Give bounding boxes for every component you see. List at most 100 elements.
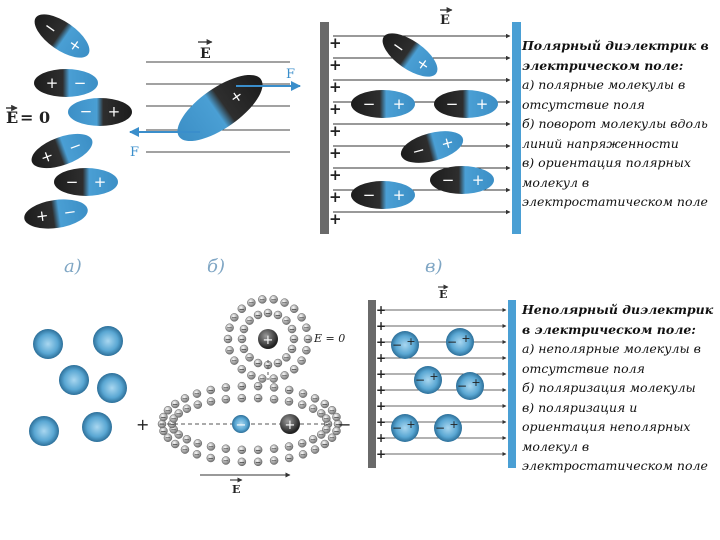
- electron-sign: −: [286, 443, 292, 451]
- electron-sign: −: [259, 375, 265, 383]
- electron-sign: −: [271, 296, 277, 304]
- svg-text:+: +: [393, 186, 406, 204]
- svg-text:+: +: [108, 103, 121, 121]
- caption-line: б) поляризация молекулы: [522, 380, 696, 395]
- external-minus: −: [338, 415, 351, 434]
- electron-sign: −: [322, 441, 328, 449]
- nonpolar-molecules: [29, 326, 127, 446]
- svg-text:−: −: [66, 173, 79, 191]
- electron-sign: −: [286, 386, 292, 394]
- electron-sign: −: [223, 384, 229, 392]
- panel-label-b: б): [207, 256, 225, 277]
- electron: [289, 364, 299, 374]
- electron-sign: −: [334, 414, 340, 422]
- electron: [221, 383, 231, 392]
- electron: [182, 435, 192, 444]
- svg-text:+: +: [476, 95, 489, 113]
- electron: [308, 435, 318, 444]
- caption-line: молекул в: [522, 438, 590, 454]
- nonpolar-dielectric-caption: Неполярный диэлектрик в электрическом по…: [522, 300, 717, 476]
- electron-sign: −: [318, 431, 324, 439]
- electron: [258, 374, 267, 383]
- electron-sign: −: [255, 458, 261, 466]
- plus-sign: +: [406, 418, 415, 431]
- svg-text:+: +: [472, 171, 485, 189]
- electron-sign: −: [208, 398, 214, 406]
- svg-text:+: +: [329, 166, 342, 184]
- electron: [327, 406, 337, 415]
- electron-sign: −: [208, 455, 214, 463]
- panel-b-rotation: E + F F: [129, 39, 301, 160]
- svg-text:−: −: [66, 136, 84, 157]
- caption-line: в) поляризация и: [522, 399, 638, 415]
- electron-sign: −: [182, 446, 188, 454]
- svg-text:+: +: [329, 122, 342, 140]
- svg-text:E: E: [440, 13, 450, 28]
- svg-text:+: +: [329, 34, 342, 52]
- svg-text:+: +: [376, 319, 386, 333]
- electron: [302, 323, 311, 332]
- electron-sign: −: [271, 384, 277, 392]
- polar-molecule: + −: [34, 69, 98, 97]
- electron-sign: −: [195, 440, 201, 448]
- panel-label-a: а): [64, 256, 82, 277]
- electron: [298, 450, 308, 459]
- polarized-molecule: [414, 366, 442, 394]
- svg-text:−: −: [62, 202, 77, 222]
- svg-text:−: −: [236, 418, 247, 433]
- svg-text:+: +: [329, 210, 342, 228]
- electron-sign: −: [275, 311, 281, 319]
- electron-sign: −: [299, 401, 305, 409]
- electron: [253, 358, 263, 368]
- electron-sign: −: [255, 311, 261, 319]
- polar-molecule: + −: [382, 33, 438, 77]
- plus-sign: +: [461, 332, 470, 345]
- negative-plate: [508, 300, 516, 468]
- electron: [282, 316, 291, 325]
- nonpolar-molecule: [29, 416, 59, 446]
- electron: [163, 433, 173, 442]
- caption-title-line: Полярный диэлектрик в: [522, 38, 709, 53]
- svg-text:+: +: [376, 303, 386, 317]
- electron: [237, 381, 247, 391]
- electron: [237, 457, 247, 467]
- e-vector-label: E: [198, 39, 213, 62]
- caption-line: электростатическом поле: [522, 194, 708, 209]
- svg-text:−: −: [80, 103, 93, 121]
- electron: [322, 425, 331, 434]
- electron: [239, 344, 249, 354]
- electron-sign: −: [310, 436, 316, 444]
- minus-sign: −: [392, 338, 402, 352]
- electron-sign: −: [291, 305, 297, 313]
- electron: [206, 385, 216, 395]
- electron: [303, 334, 313, 344]
- electron-sign: −: [172, 441, 178, 449]
- svg-text:+: +: [329, 78, 342, 96]
- svg-text:+: +: [376, 415, 386, 429]
- electron: [206, 453, 216, 463]
- svg-text:−: −: [363, 186, 376, 204]
- electron: [297, 356, 306, 365]
- external-plus: +: [136, 415, 149, 434]
- electron-sign: −: [227, 324, 233, 332]
- svg-text:+: +: [35, 206, 50, 226]
- svg-text:E: E: [232, 483, 240, 496]
- e-vector-label: E: [440, 7, 453, 28]
- electron: [280, 298, 289, 307]
- electron: [192, 389, 202, 398]
- polar-molecule: + −: [68, 98, 132, 126]
- electron-sign: −: [231, 357, 237, 365]
- force-arrow-left: F: [129, 127, 200, 160]
- electron-sign: −: [289, 326, 295, 334]
- polar-molecule: + −: [24, 199, 88, 229]
- caption-line: отсутствие поля: [522, 96, 645, 112]
- electron-sign: −: [239, 458, 245, 466]
- electron: [317, 430, 326, 439]
- electron: [269, 374, 278, 383]
- svg-text:F: F: [286, 67, 295, 82]
- electron-sign: −: [176, 410, 182, 418]
- electron: [253, 457, 263, 467]
- plus-sign: +: [471, 376, 480, 389]
- nonpolar-molecule: [33, 329, 63, 359]
- nonpolar-molecule: [93, 326, 123, 356]
